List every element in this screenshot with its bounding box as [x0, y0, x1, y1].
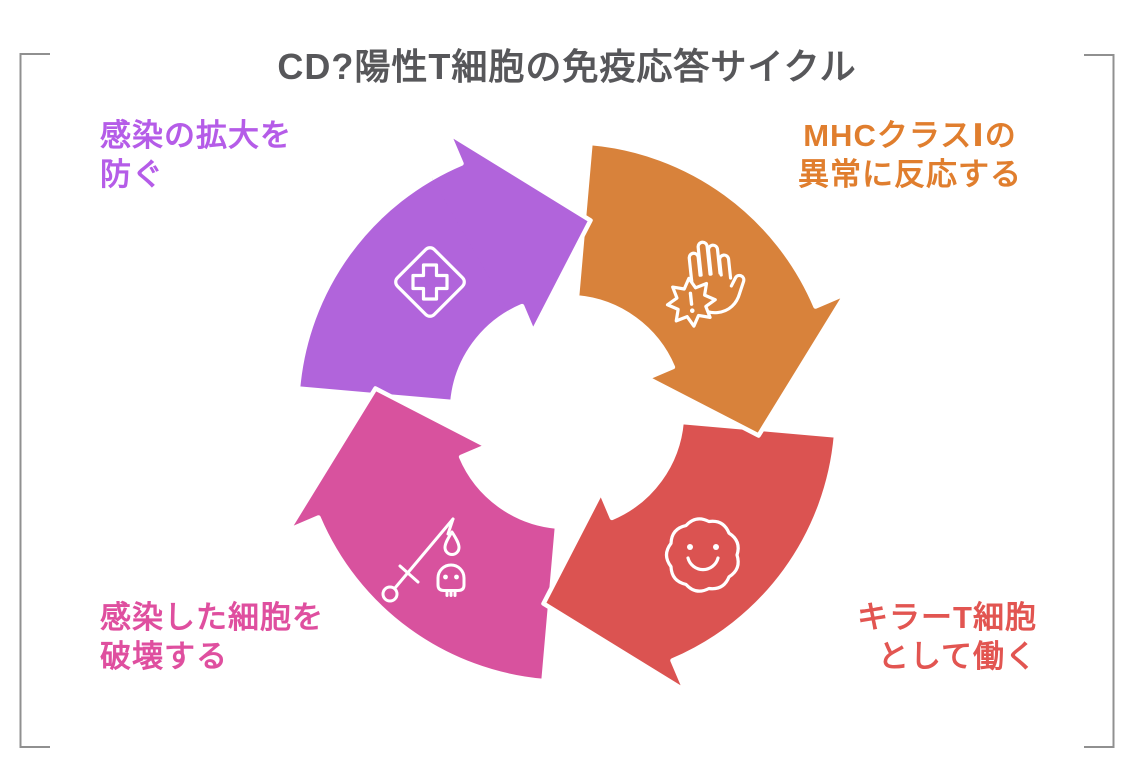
label-prevent-spread-line2: 防ぐ [100, 157, 164, 192]
medical-cross-icon [394, 246, 466, 318]
label-killer-t-cell-line1: キラーT細胞 [857, 600, 1037, 635]
stop-hand-alert-icon [665, 240, 746, 328]
page-title: CD?陽性T細胞の免疫応答サイクル [277, 46, 857, 87]
label-destroy-infected-cells-line1: 感染した細胞を [100, 600, 324, 635]
arrow-segment-mhc-reaction [574, 140, 849, 438]
label-mhc-reaction: MHCクラスⅠの 異常に反応する [760, 116, 1060, 194]
label-destroy-infected-cells-line2: 破壊する [100, 639, 228, 674]
label-mhc-reaction-line1: MHCクラスⅠの [803, 118, 1017, 153]
label-destroy-infected-cells: 感染した細胞を 破壊する [100, 598, 324, 676]
label-prevent-spread-line1: 感染の拡大を [100, 118, 292, 153]
cell-smile-icon [664, 517, 740, 593]
label-prevent-spread: 感染の拡大を 防ぐ [100, 116, 292, 194]
arrow-segment-killer-t-cell [541, 419, 839, 694]
label-killer-t-cell-line2: として働く [877, 639, 1037, 674]
corner-frame [19, 53, 1115, 748]
label-mhc-reaction-line2: 異常に反応する [798, 157, 1022, 192]
arrow-segment-destroy-infected-cells [285, 386, 560, 684]
sword-skull-icon [381, 517, 466, 603]
label-killer-t-cell: キラーT細胞 として働く [737, 598, 1037, 676]
